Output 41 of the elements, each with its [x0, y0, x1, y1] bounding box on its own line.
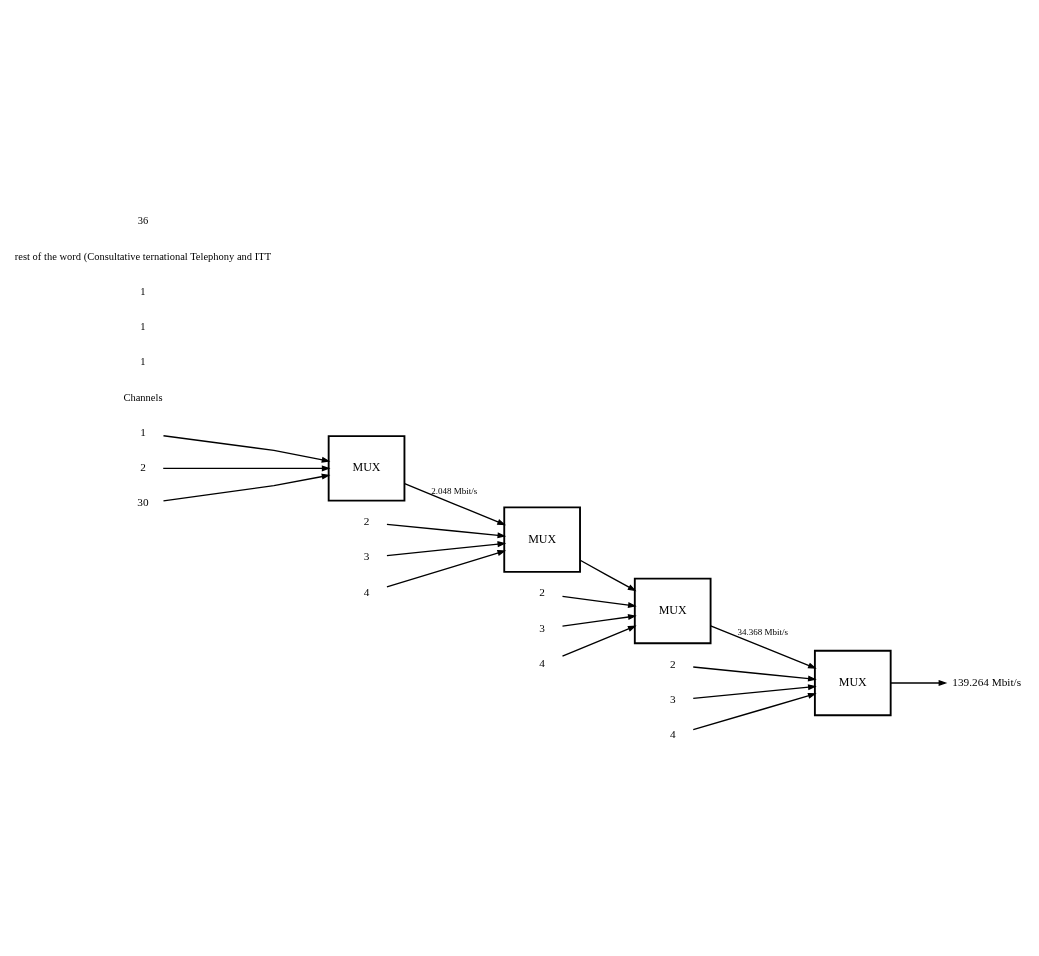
- node-text: 3: [538, 621, 545, 634]
- arrow: [709, 624, 817, 669]
- label: rest of the word (Consultative ternational Telephony and ITT: [14, 250, 271, 262]
- node-text: 2: [139, 460, 146, 473]
- label: 1: [139, 320, 146, 332]
- node-text: 2: [669, 657, 676, 670]
- node-text: 1: [139, 425, 146, 438]
- node-text: 3: [363, 549, 369, 562]
- arrow: [692, 692, 817, 730]
- arrow: [385, 523, 506, 538]
- node-text: 30: [136, 495, 149, 508]
- arrow: [692, 683, 817, 699]
- edge-label: 34.368 Mbit/s: [736, 626, 788, 637]
- node-box: MUX: [633, 577, 712, 644]
- arrow: [561, 613, 637, 627]
- arrow: [561, 595, 637, 608]
- arrow: [692, 665, 817, 682]
- arrow: [403, 482, 506, 525]
- node-text: 4: [538, 656, 545, 669]
- arrow: [385, 540, 506, 556]
- arrow: [889, 679, 947, 686]
- node-text: 2: [363, 514, 369, 527]
- node-text: 2: [538, 585, 545, 598]
- arrow: [162, 434, 330, 463]
- arrow: [579, 559, 636, 591]
- node-text: 3: [669, 692, 676, 705]
- node-box: MUX: [327, 434, 405, 502]
- node-box: MUX: [813, 649, 892, 716]
- node-text: 4: [669, 727, 676, 740]
- arrow: [561, 625, 637, 657]
- label: Channels: [122, 391, 162, 403]
- node-box: MUX: [502, 505, 581, 573]
- label: 1: [139, 355, 146, 367]
- edge-label: 2.048 Mbit/s: [430, 485, 477, 496]
- node-text: 4: [363, 585, 369, 598]
- label: 36: [137, 214, 148, 226]
- arrow: [385, 549, 506, 588]
- label: 1: [139, 285, 146, 297]
- arrow: [162, 464, 331, 471]
- arrow: [162, 473, 330, 502]
- node-text: 139.264 Mbit/s: [951, 675, 1021, 688]
